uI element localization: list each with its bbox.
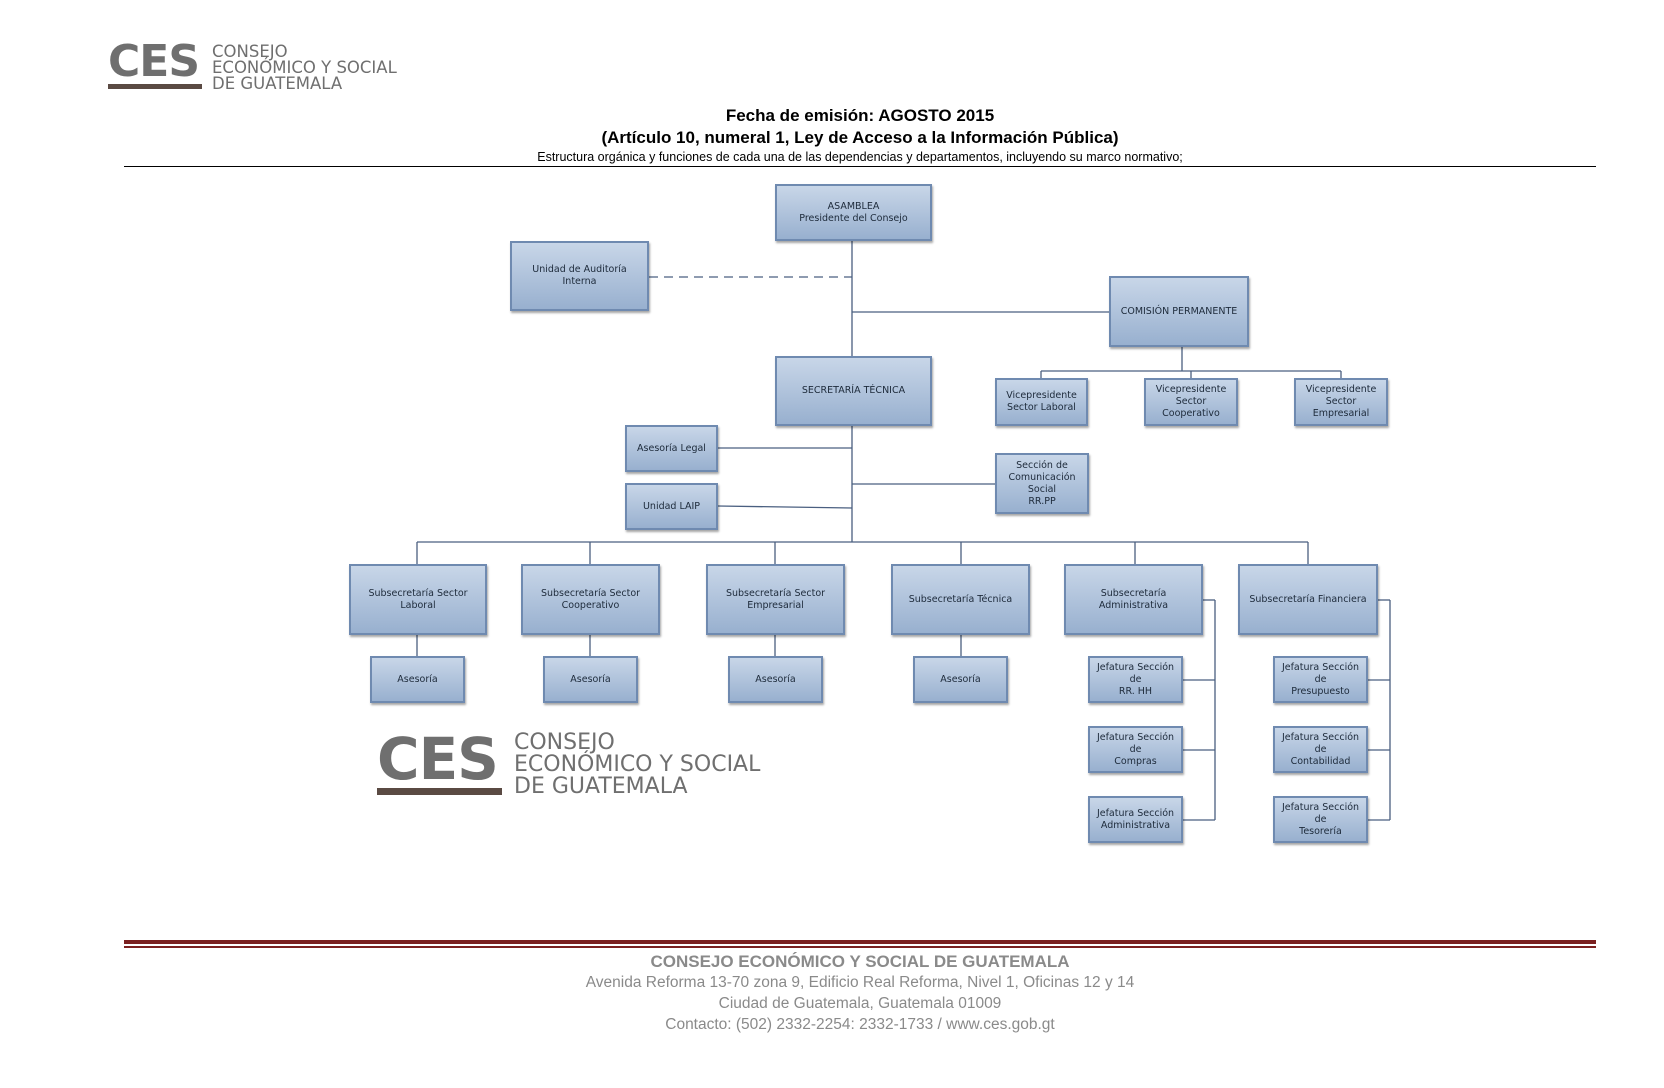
jef-contabilidad-line1: Jefatura Sección de — [1281, 731, 1360, 755]
ces-logo-underline — [108, 84, 202, 89]
sub-financiera-label: Subsecretaría Financiera — [1249, 593, 1367, 605]
sub-laboral-label: Subsecretaría Sector Laboral — [368, 587, 468, 611]
footer-city: Ciudad de Guatemala, Guatemala 01009 — [718, 995, 1002, 1012]
laip-link — [717, 505, 853, 509]
comision-label: COMISIÓN PERMANENTE — [1120, 305, 1238, 317]
sub-administrativa-label: Subsecretaría Administrativa — [1098, 587, 1169, 611]
jef-administrativa-line2: Administrativa — [1100, 819, 1171, 831]
article-reference: (Artículo 10, numeral 1, Ley de Acceso a… — [601, 128, 1119, 147]
sub-empresarial-line2: Empresarial — [747, 599, 804, 611]
asesoria-empresarial-box: Asesoría — [728, 656, 823, 703]
asesoria-label: Asesoría — [755, 673, 796, 685]
jef-compras-line2: Compras — [1114, 755, 1157, 767]
footer-rule-thick — [124, 940, 1596, 944]
jef-tesoreria-line1: Jefatura Sección de — [1281, 801, 1360, 825]
secretaria-label: SECRETARÍA TÉCNICA — [801, 385, 906, 396]
vp-cooperativo-line2: Sector Cooperativo — [1162, 396, 1220, 419]
asesoria-legal-label: Asesoría Legal — [637, 442, 706, 454]
vp-laboral-line1: Vicepresidente — [1006, 390, 1077, 401]
logo-large-line-2: ECONÓMICO Y SOCIAL — [514, 752, 761, 777]
structure-description: Estructura orgánica y funciones de cada … — [537, 150, 1183, 164]
presidente-label: Presidente del Consejo — [799, 212, 908, 224]
jef-presupuesto-line2: Presupuesto — [1291, 685, 1350, 697]
vp-empresarial-line1: Vicepresidente — [1305, 384, 1377, 395]
ces-logo-underline-large — [377, 788, 502, 795]
jef-presupuesto-line1: Jefatura Sección de — [1281, 661, 1360, 685]
emission-date: Fecha de emisión: AGOSTO 2015 — [725, 106, 995, 125]
jef-contabilidad-line2: Contabilidad — [1290, 755, 1351, 767]
ces-logo-letters-large: CES — [377, 725, 499, 793]
auditoria-box: Unidad de Auditoría Interna — [510, 241, 649, 311]
header-rule — [124, 166, 1596, 167]
logo-line-1: CONSEJO — [212, 42, 288, 61]
vp-empresarial-line2: Sector Empresarial — [1312, 396, 1370, 419]
ces-logo-watermark: CES CONSEJO ECONÓMICO Y SOCIAL DE GUATEM… — [377, 730, 760, 798]
ces-logo-header: CES CONSEJO ECONÓMICO Y SOCIAL DE GUATEM… — [108, 40, 397, 92]
asesoria-legal-box: Asesoría Legal — [625, 425, 718, 472]
ces-logo-wordmark-large: CONSEJO ECONÓMICO Y SOCIAL DE GUATEMALA — [514, 732, 760, 798]
footer-address: Avenida Reforma 13-70 zona 9, Edificio R… — [585, 974, 1135, 991]
asesoria-laboral-box: Asesoría — [370, 656, 465, 703]
unidad-laip-label: Unidad LAIP — [642, 500, 701, 512]
comision-permanente-box: COMISIÓN PERMANENTE — [1109, 276, 1249, 347]
unidad-laip-box: Unidad LAIP — [625, 483, 718, 530]
vp-laboral-line2: Sector Laboral — [1007, 402, 1076, 413]
sub-cooperativo-line2: Cooperativo — [561, 599, 620, 611]
footer-org-name: CONSEJO ECONÓMICO Y SOCIAL DE GUATEMALA — [650, 952, 1070, 971]
logo-line-2: ECONÓMICO Y SOCIAL — [212, 58, 397, 77]
secretaria-tecnica-box: SECRETARÍA TÉCNICA — [775, 356, 932, 426]
jef-tesoreria-line2: Tesorería — [1299, 825, 1342, 837]
jef-rrhh-line2: RR. HH — [1118, 685, 1153, 697]
vp-cooperativo-line1: Vicepresidente — [1155, 384, 1227, 395]
jef-administrativa-line1: Jefatura Sección — [1096, 807, 1175, 819]
asesoria-label: Asesoría — [397, 673, 438, 685]
sub-financiera-box: Subsecretaría Financiera — [1238, 564, 1378, 635]
asesoria-tecnica-box: Asesoría — [913, 656, 1008, 703]
sub-administrativa-box: Subsecretaría Administrativa — [1064, 564, 1203, 635]
sub-cooperativo-line1: Subsecretaría Sector — [540, 587, 641, 599]
jef-compras-line1: Jefatura Sección de — [1096, 731, 1175, 755]
ces-logo-mark-large: CES — [377, 730, 502, 798]
logo-large-line-3: DE GUATEMALA — [514, 774, 688, 799]
ces-logo-wordmark: CONSEJO ECONÓMICO Y SOCIAL DE GUATEMALA — [212, 42, 397, 92]
footer-rule-thin — [124, 946, 1596, 948]
logo-line-3: DE GUATEMALA — [212, 74, 343, 93]
asamblea-label: ASAMBLEA — [827, 200, 880, 212]
sub-laboral-box: Subsecretaría Sector Laboral — [349, 564, 487, 635]
sub-empresarial-line1: Subsecretaría Sector — [725, 587, 826, 599]
ces-logo-letters: CES — [108, 36, 200, 87]
footer-contact: Contacto: (502) 2332-2254: 2332-1733 / w… — [665, 1016, 1055, 1033]
asesoria-label: Asesoría — [570, 673, 611, 685]
auditoria-label: Unidad de Auditoría Interna — [532, 264, 627, 287]
jef-rrhh-line1: Jefatura Sección de — [1096, 661, 1175, 685]
sub-tecnica-box: Subsecretaría Técnica — [891, 564, 1030, 635]
comunicacion-line2: Comunicación Social — [1008, 471, 1076, 495]
logo-large-line-1: CONSEJO — [514, 730, 615, 755]
asesoria-label: Asesoría — [940, 673, 981, 685]
ces-logo-mark: CES — [108, 40, 202, 92]
asesoria-cooperativo-box: Asesoría — [543, 656, 638, 703]
comunicacion-line3: RR.PP — [1028, 495, 1056, 507]
comunicacion-line1: Sección de — [1016, 459, 1068, 471]
sub-tecnica-label: Subsecretaría Técnica — [908, 593, 1013, 605]
